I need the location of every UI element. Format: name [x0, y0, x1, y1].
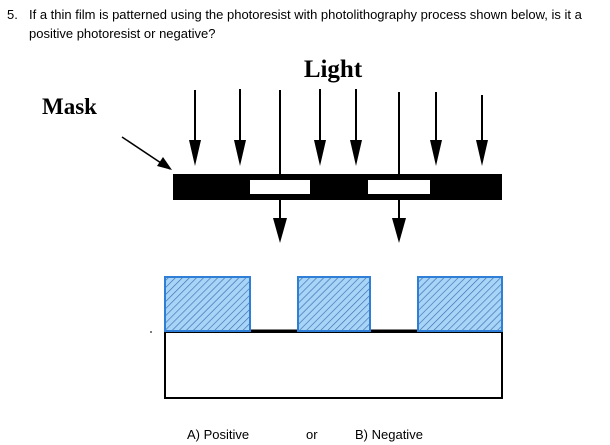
photoresist-block-3: [417, 276, 503, 332]
question-text: If a thin film is patterned using the ph…: [29, 7, 582, 41]
photoresist-pattern: [164, 276, 503, 332]
mask-opening-2: [368, 180, 430, 194]
question-number: 5.: [7, 7, 18, 22]
transmitted-arrowheads: [273, 218, 406, 243]
transmitted-light-arrows: [279, 90, 400, 222]
photoresist-block-2: [297, 276, 371, 332]
light-label: Light: [304, 56, 363, 83]
mask-opening-1: [250, 180, 310, 194]
option-b-negative[interactable]: B) Negative: [355, 427, 423, 442]
answer-options: A) Positive or B) Negative: [0, 427, 610, 445]
photoresist-block-1: [164, 276, 251, 332]
mask: [173, 174, 502, 200]
mask-label: Mask: [42, 94, 97, 119]
substrate: [164, 331, 503, 399]
mask-pointer-arrow: [121, 136, 172, 170]
option-a-positive[interactable]: A) Positive: [187, 427, 250, 442]
option-separator: or: [306, 427, 318, 442]
blocked-arrowheads: [189, 140, 488, 166]
